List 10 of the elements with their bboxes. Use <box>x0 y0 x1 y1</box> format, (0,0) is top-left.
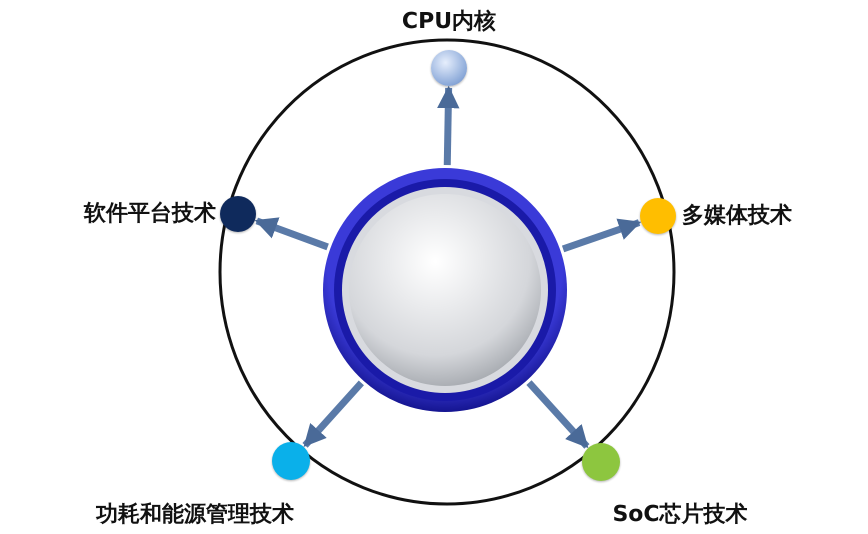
node-label: SoC芯片技术 <box>612 502 748 528</box>
node-label: 多媒体技术 <box>682 203 792 229</box>
arrow <box>526 380 590 449</box>
arrow <box>302 380 364 448</box>
arrow <box>562 218 642 252</box>
node-label: 功耗和能源管理技术 <box>96 502 294 528</box>
arrow <box>254 217 329 250</box>
arrow <box>437 86 460 166</box>
node-label: 软件平台技术 <box>84 201 216 227</box>
node-label: CPU内核 <box>402 9 496 35</box>
